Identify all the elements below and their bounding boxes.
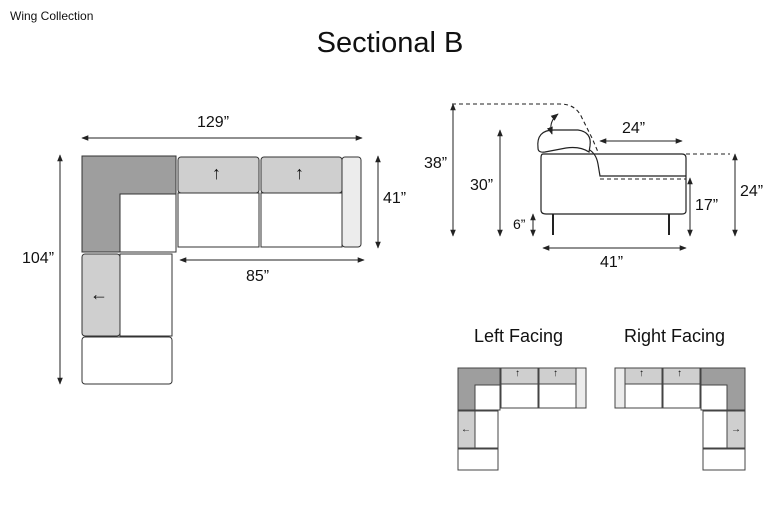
lf-corner-seat [474,384,501,411]
left-facing-label: Left Facing [474,326,564,346]
arm-height-label: 24” [740,183,764,200]
collection-name: Wing Collection [10,9,94,23]
left-arrow-icon: ← [461,424,471,435]
lf-seat-1 [500,383,539,409]
lf-chaise-seat [474,410,499,449]
rf-ottoman [702,448,746,471]
lf-ottoman [457,448,499,471]
back-height-label: 30” [470,177,494,194]
up-arrow-icon: ↑ [553,368,558,379]
depth-dim-label: 104” [22,250,55,267]
sofa-body [540,153,687,215]
right-facing-diagram [614,367,746,471]
recline-arrow [546,113,559,135]
overall-height-label: 38” [424,155,448,172]
up-arrow-icon: ↑ [295,163,304,183]
right-arrow-icon: → [731,424,741,435]
lf-arm [575,367,587,409]
side-depth-label: 41” [600,254,624,271]
rf-corner-seat [700,384,728,411]
up-arrow-icon: ↑ [639,368,644,379]
up-arrow-icon: ↑ [212,163,221,183]
ottoman-end [81,336,173,385]
right-facing-label: Right Facing [624,326,726,346]
up-arrow-icon: ↑ [515,368,520,379]
seat-width-label: 24” [622,120,646,137]
rf-chaise-seat [702,410,728,449]
up-arrow-icon: ↑ [677,368,682,379]
seat-1 [177,192,260,248]
inner-width-dim-label: 85” [246,268,270,285]
rf-seat-1 [624,383,663,409]
seat-2 [260,192,343,248]
lf-seat-2 [538,383,577,409]
leg-height-label: 6” [513,216,526,232]
seat-height-label: 17” [695,197,719,214]
left-facing-diagram [457,367,587,471]
rf-seat-2 [662,383,701,409]
recline-outline [452,103,599,153]
side-profile [537,129,687,235]
width-dim-label: 129” [197,114,230,131]
rf-arm [614,367,626,409]
left-arrow-icon: ← [90,284,108,304]
corner-seat [119,193,177,253]
headrest [537,129,591,154]
seat-depth-dim-label: 41” [383,190,407,207]
page-title: Sectional B [316,27,464,59]
top-view-plan [81,155,362,385]
chaise-seat [119,253,173,337]
arm-right [341,156,362,248]
